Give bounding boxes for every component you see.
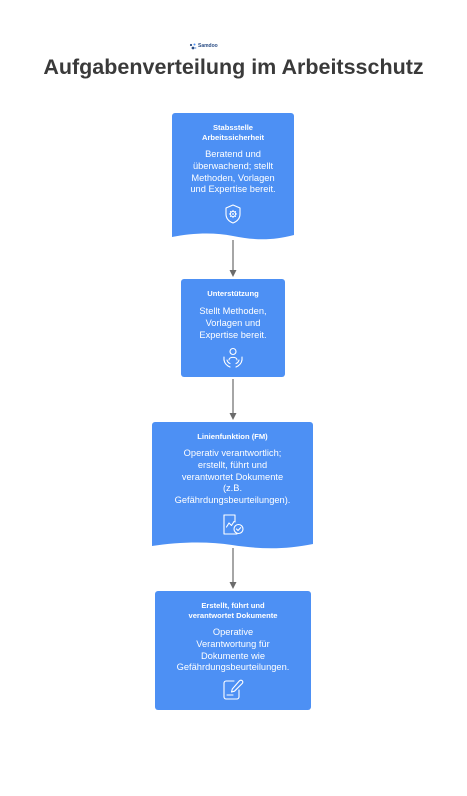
page-title: Aufgabenverteilung im Arbeitsschutz [43, 55, 424, 79]
flow-box-dokumente: Erstellt, führt und verantwortet Dokumen… [155, 591, 311, 710]
chart-check-icon [222, 514, 244, 535]
flow-box-title: Stabsstelle Arbeitssicherheit [201, 123, 265, 142]
flow-box-text: Operative Verantwortung für Dokumente wi… [176, 627, 290, 673]
brand-logo-icon [189, 43, 197, 50]
flow-box-stabsstelle: Stabsstelle Arbeitssicherheit Beratend u… [172, 113, 294, 240]
brand-logo: Samdoo [189, 43, 229, 52]
flow-box-text: Operativ verantwortlich; erstellt, führt… [174, 448, 291, 506]
flow-arrow [229, 379, 237, 420]
box-wave-edge [152, 541, 313, 549]
flow-box-text: Stellt Methoden, Vorlagen und Expertise … [199, 306, 267, 340]
brand-logo-text: Samdoo [198, 43, 218, 49]
person-hands-icon [223, 347, 243, 368]
flow-box-title: Erstellt, führt und verantwortet Dokumen… [188, 601, 278, 620]
document-edit-icon [223, 679, 244, 700]
flow-arrow [229, 548, 237, 589]
flow-arrow [229, 240, 237, 277]
flow-box-title: Unterstützung [207, 289, 259, 298]
box-wave-edge [172, 232, 294, 240]
flow-box-unterstuetzung: Unterstützung Stellt Methoden, Vorlagen … [181, 279, 285, 377]
shield-gear-icon [225, 204, 241, 224]
flow-box-title: Linienfunktion (FM) [197, 432, 268, 441]
flow-box-linienfunktion: Linienfunktion (FM) Operativ verantwortl… [152, 422, 313, 549]
flow-box-text: Beratend und überwachend; stellt Methode… [190, 149, 276, 195]
